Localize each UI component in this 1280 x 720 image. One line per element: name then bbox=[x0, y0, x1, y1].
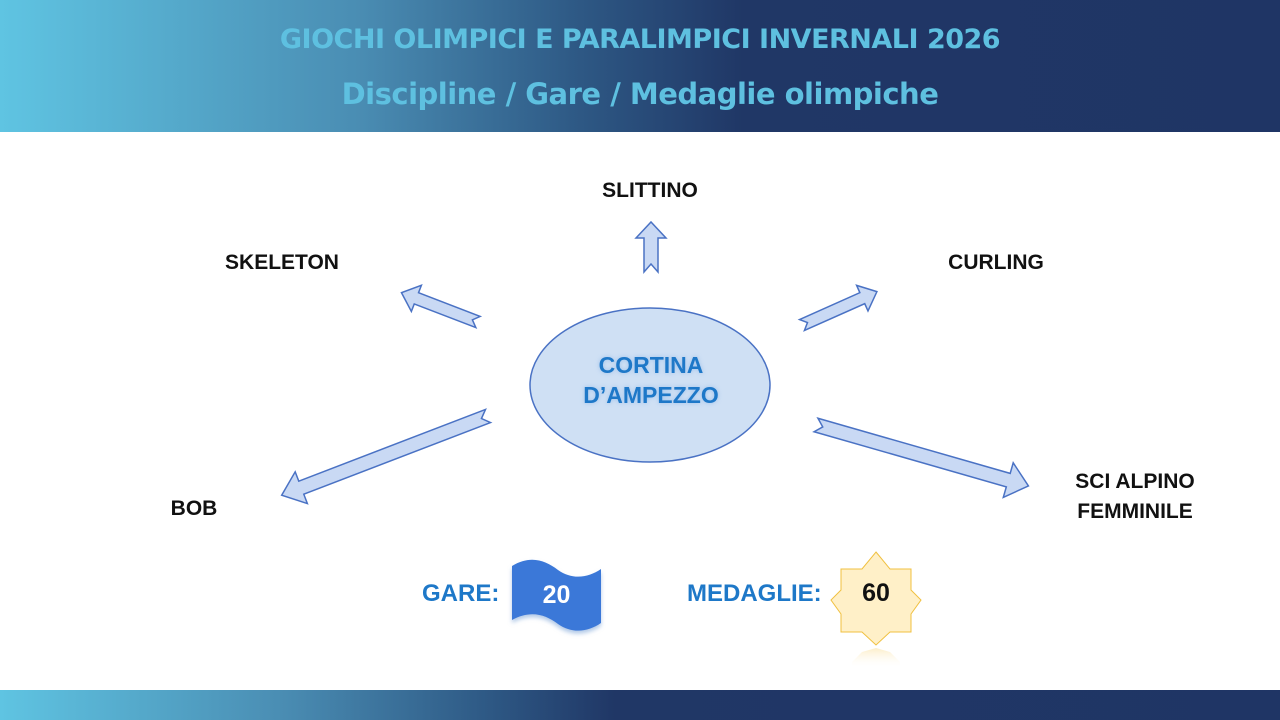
discipline-slittino: SLITTINO bbox=[602, 179, 698, 202]
center-label: CORTINA D’AMPEZZO bbox=[530, 350, 772, 410]
discipline-skeleton: SKELETON bbox=[225, 251, 339, 274]
gare-label: GARE: bbox=[422, 580, 500, 607]
discipline-bob: BOB bbox=[170, 497, 218, 520]
arrow-to-skeleton bbox=[400, 284, 483, 329]
discipline-sci-alpino-line1: SCI ALPINO bbox=[1075, 470, 1195, 493]
center-label-line1: CORTINA bbox=[598, 352, 704, 378]
page-subtitle: Discipline / Gare / Medaglie olimpiche bbox=[341, 77, 939, 111]
arrow-to-sci-alpino bbox=[812, 417, 1030, 499]
gare-value: 20 bbox=[542, 581, 571, 609]
star-icon bbox=[830, 551, 922, 646]
center-ellipse bbox=[529, 307, 771, 463]
discipline-sci-alpino: SCI ALPINO FEMMINILE bbox=[1060, 467, 1210, 527]
arrow-to-bob bbox=[280, 408, 493, 505]
medaglie-label: MEDAGLIE: bbox=[687, 580, 822, 607]
page-title: GIOCHI OLIMPICI E PARALIMPICI INVERNALI … bbox=[279, 24, 1001, 55]
center-label-line2: D’AMPEZZO bbox=[583, 382, 719, 408]
footer-bar bbox=[0, 690, 1280, 720]
medaglie-value: 60 bbox=[862, 579, 890, 607]
discipline-sci-alpino-line2: FEMMINILE bbox=[1077, 500, 1193, 523]
arrow-to-slittino bbox=[634, 220, 668, 274]
flag-icon bbox=[512, 559, 601, 631]
arrow-to-curling bbox=[797, 284, 878, 332]
discipline-curling: CURLING bbox=[948, 251, 1044, 274]
star-reflection bbox=[852, 648, 900, 668]
header-banner: GIOCHI OLIMPICI E PARALIMPICI INVERNALI … bbox=[0, 0, 1280, 132]
